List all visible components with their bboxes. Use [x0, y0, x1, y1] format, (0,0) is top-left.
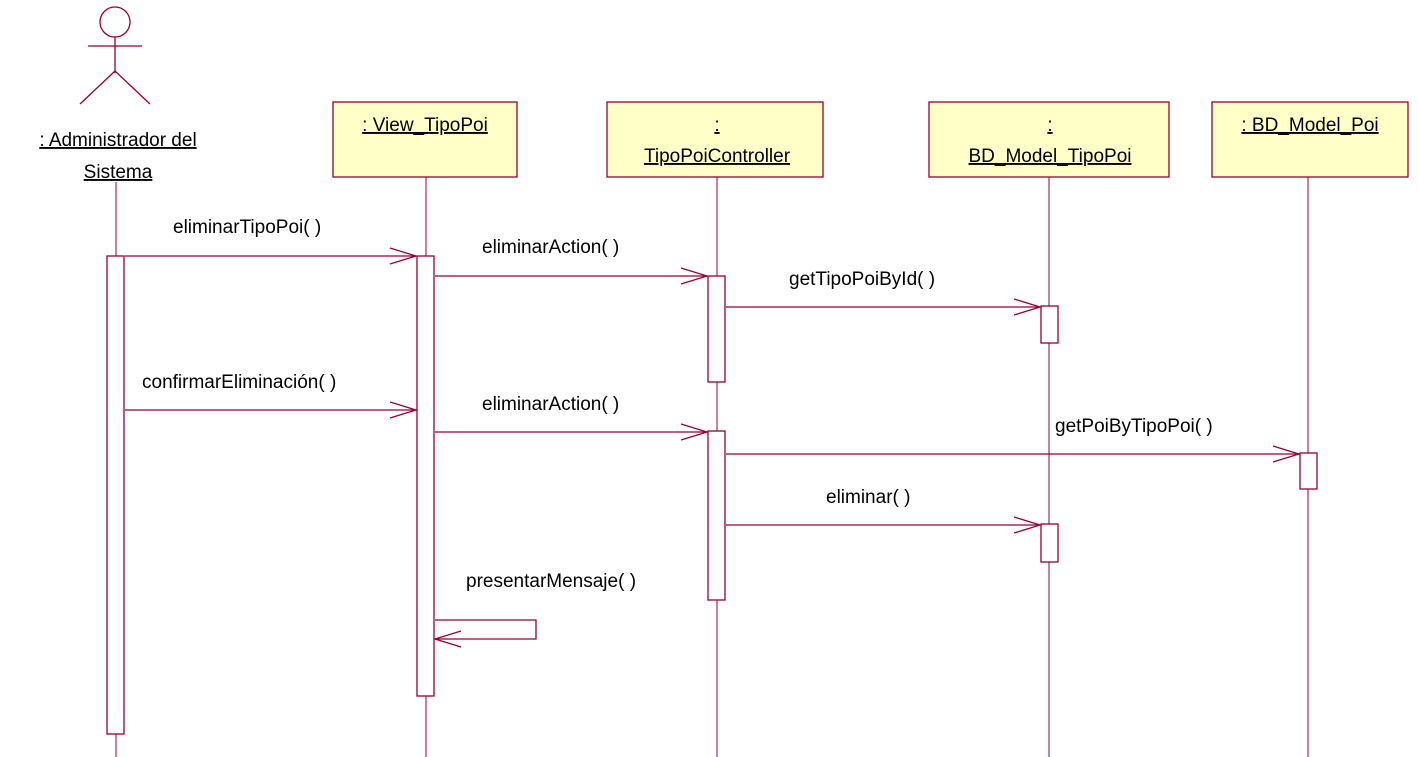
object-bd-model-poi: : BD_Model_Poi — [1211, 101, 1409, 178]
message-label: eliminarAction( ) — [482, 237, 619, 258]
message-label: presentarMensaje( ) — [466, 571, 636, 592]
object-label: : BD_Model_Poi — [1241, 115, 1378, 136]
actor-label-line2: Sistema — [84, 162, 153, 183]
object-label-line1: : — [1047, 115, 1052, 136]
object-tipopoi-controller: : TipoPoiController — [606, 101, 824, 178]
message-label: eliminarAction( ) — [482, 394, 619, 415]
message-label: getTipoPoiById( ) — [789, 269, 935, 290]
activation-view — [416, 255, 435, 697]
message-eliminar-action-1 — [435, 267, 710, 285]
message-label: eliminarTipoPoi( ) — [173, 217, 321, 238]
object-label-line1: : — [714, 115, 719, 136]
object-label-line2: TipoPoiController — [644, 146, 791, 167]
message-get-poi-by-tipopoi — [726, 445, 1302, 463]
message-eliminar-action-2 — [435, 423, 710, 441]
object-view-tipopoi: : View_TipoPoi — [332, 101, 518, 178]
activation-bd-poi — [1299, 452, 1318, 490]
activation-actor — [106, 255, 125, 735]
activation-controller-1 — [707, 275, 726, 383]
activation-bd-tipopoi-1 — [1040, 305, 1059, 344]
actor-administrador: : Administrador del Sistema — [39, 6, 197, 183]
object-bd-model-tipopoi: : BD_Model_TipoPoi — [928, 101, 1170, 178]
message-get-tipopoi-by-id — [726, 298, 1043, 316]
message-presentar-mensaje — [432, 619, 537, 648]
object-label-line2: BD_Model_TipoPoi — [969, 146, 1132, 167]
message-label: eliminar( ) — [826, 487, 910, 508]
object-label: : View_TipoPoi — [362, 115, 488, 136]
message-label: getPoiByTipoPoi( ) — [1055, 416, 1213, 437]
message-eliminar — [726, 516, 1043, 534]
activation-controller-2 — [707, 430, 726, 601]
stick-figure-actor-icon — [79, 6, 151, 105]
activation-bd-tipopoi-2 — [1040, 523, 1059, 563]
actor-label-line1: : Administrador del — [39, 130, 196, 151]
message-label: confirmarEliminación( ) — [142, 372, 336, 393]
message-eliminar-tipopoi — [125, 247, 419, 265]
message-confirmar-eliminacion — [125, 401, 419, 419]
